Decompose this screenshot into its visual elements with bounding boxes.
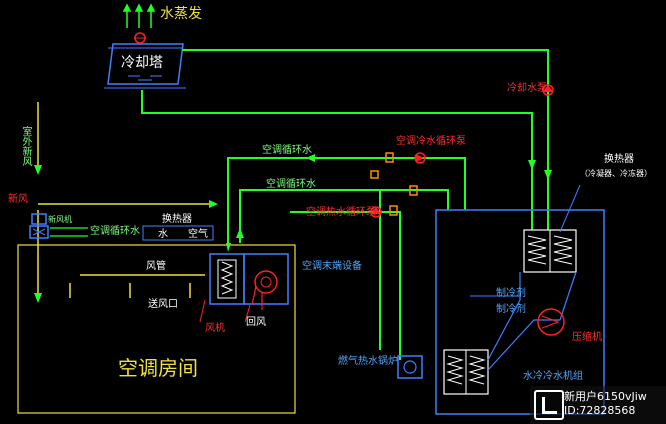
valve-4	[370, 170, 379, 179]
cooling-water-loop	[141, 49, 549, 230]
room-air-arrow	[34, 293, 42, 303]
ac-hot-water-pump-symbol	[370, 206, 382, 218]
label-ac-room: 空调房间	[118, 356, 198, 380]
label-outdoor-fresh-air: 室外新风	[20, 126, 31, 166]
fresh-air-coil-pipes	[50, 227, 88, 237]
label-heat-exchanger-right-sub: （冷凝器、冷冻器）	[580, 169, 652, 178]
watermark-id: ID:72828568	[564, 404, 636, 417]
ac-water-arrow-up	[236, 228, 244, 238]
watermark-logo-icon	[534, 390, 564, 420]
ac-room-box	[17, 244, 296, 414]
label-ac-hot-water-pump: 空调热水循环泵	[306, 207, 376, 218]
label-ac-circ-water-top: 空调循环水	[262, 145, 312, 156]
label-ac-circ-water-mid: 空调循环水	[266, 179, 316, 190]
leader-lines	[199, 299, 251, 323]
watermark-panel	[530, 386, 666, 424]
label-air: 空气	[188, 229, 208, 240]
cooling-water-arrow-2	[528, 160, 536, 170]
label-air-handling-unit: 空调末端设备	[302, 261, 362, 272]
label-air-duct: 风管	[146, 261, 166, 272]
label-cooling-water-pump: 冷却水泵	[507, 83, 547, 94]
duct-arrow	[209, 200, 218, 208]
label-ac-cold-water-pump: 空调冷水循环泵	[396, 136, 466, 147]
fresh-air-arrow	[34, 165, 42, 175]
watermark-user: 新用户6150vJiw	[564, 390, 647, 403]
fresh-air-unit-symbol	[29, 213, 49, 239]
ac-water-arrow-top	[306, 154, 315, 162]
label-gas-boiler: 燃气热水锅炉	[338, 356, 398, 367]
ac-water-loop	[227, 157, 466, 360]
label-compressor: 压缩机	[572, 332, 602, 343]
label-refrigerant-1: 制冷剂	[496, 288, 526, 299]
valve-1	[385, 152, 394, 163]
valve-2	[409, 185, 418, 196]
label-ac-circ-water-left: 空调循环水	[90, 226, 140, 237]
ac-water-arrow-down	[226, 243, 231, 252]
label-refrigerant-2: 制冷剂	[496, 304, 526, 315]
cooling-water-pump-symbol	[542, 84, 554, 96]
fresh-air-duct	[37, 102, 214, 298]
label-air-outlet: 送风口	[148, 299, 178, 310]
center-heat-exchanger	[142, 225, 289, 310]
label-water: 水	[158, 229, 168, 240]
label-chiller-unit: 水冷冷水机组	[523, 371, 583, 382]
label-fresh-air: 新风	[8, 194, 28, 205]
cooling-water-arrow-1	[544, 170, 552, 180]
label-heat-exchanger-right: 换热器	[604, 154, 634, 165]
label-heat-exchanger-center: 换热器	[162, 214, 192, 225]
chiller-unit	[435, 184, 605, 415]
label-supply-air: 风机	[205, 323, 225, 334]
cooling-tower	[104, 3, 186, 89]
valve-3	[389, 205, 398, 216]
label-fresh-air-unit: 新风机	[48, 215, 72, 224]
ac-cold-water-pump-symbol	[414, 152, 426, 164]
label-cooling-tower: 冷却塔	[121, 55, 163, 71]
gas-boiler	[397, 355, 423, 379]
label-return-air: 回风	[246, 317, 266, 328]
label-water-evaporation: 水蒸发	[160, 6, 202, 22]
